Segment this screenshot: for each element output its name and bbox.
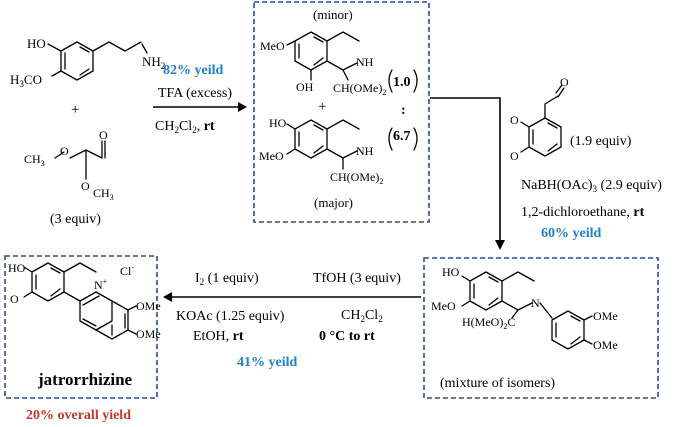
svg-text:O: O — [560, 75, 569, 89]
svg-text:MeO: MeO — [259, 149, 284, 163]
svg-text:CH3: CH3 — [93, 186, 114, 202]
methoxy-h: H — [10, 72, 19, 87]
svg-text:H(MeO)2C: H(MeO)2C — [462, 315, 515, 331]
svg-text:OMe: OMe — [136, 327, 161, 341]
acetal-oxygen-top: O — [60, 144, 69, 158]
svg-text:Cl-: Cl- — [120, 263, 134, 278]
minor-isomer-structure: MeO OH NH CH(OMe)2 — [260, 31, 386, 97]
jatrorrhizine-name: jatrorrhizine — [37, 370, 133, 389]
minor-label: (minor) — [313, 7, 353, 22]
product-box-2 — [423, 257, 659, 399]
step4-iodine: I2 (1 equiv) — [195, 271, 259, 287]
svg-text:H3CO: H3CO — [10, 72, 42, 89]
svg-text:NH: NH — [356, 55, 374, 69]
isomer-ratio: 1.0 : 6.7 — [388, 69, 418, 151]
svg-text:HO: HO — [269, 116, 287, 130]
svg-text:MeO: MeO — [260, 39, 285, 53]
step3-acid: TfOH (3 equiv) — [313, 271, 401, 286]
svg-text:O: O — [10, 292, 19, 306]
step1-arrowhead — [238, 102, 247, 112]
isomer-mixture-caption: (mixture of isomers) — [440, 376, 555, 391]
step3-temperature: 0 °C to rt — [319, 329, 375, 344]
tertiary-amine-structure: HO MeO N H(MeO)2C OMe OMe — [431, 265, 618, 352]
major-isomer-structure: HO MeO NH CH(OMe)2 — [259, 116, 383, 186]
step1-solvent: CH2Cl2, rt — [155, 119, 215, 135]
hydroxy-label: HO — [27, 36, 46, 51]
step2-solvent: 1,2-dichloroethane, rt — [521, 205, 645, 220]
overall-yield: 20% overall yield — [26, 408, 131, 423]
svg-text:CH(OMe)2: CH(OMe)2 — [333, 81, 386, 97]
svg-text:HO: HO — [442, 265, 460, 279]
step1-yield: 82% yeild — [163, 63, 223, 78]
step1-reagent: TFA (excess) — [158, 86, 232, 101]
product-box-3 — [4, 255, 158, 399]
svg-text:O: O — [510, 149, 519, 163]
starting-material-acetal: CH3 O O O CH3 (3 equiv) — [24, 128, 114, 227]
svg-text:CH3: CH3 — [24, 152, 45, 168]
step4-base: KOAc (1.25 equiv) — [176, 309, 285, 324]
svg-text:O: O — [510, 113, 519, 127]
svg-text:CH(OMe)2: CH(OMe)2 — [330, 170, 383, 186]
svg-text::: : — [401, 103, 406, 118]
aldehyde-oxygen: O — [99, 128, 108, 142]
svg-text:HO: HO — [8, 261, 26, 275]
step2-aldehyde-structure: O O O — [510, 75, 569, 163]
step2-reductant: NaBH(OAc)3 (2.9 equiv) — [521, 178, 662, 194]
step2-yield: 60% yeild — [541, 226, 601, 241]
svg-text:NH: NH — [356, 144, 374, 158]
major-label: (major) — [314, 195, 353, 210]
plus-sign-2: + — [318, 99, 326, 115]
product-box-1 — [253, 1, 430, 223]
plus-sign-1: + — [71, 102, 79, 118]
svg-text:N: N — [531, 296, 540, 310]
aldehyde-equiv: (1.9 equiv) — [570, 134, 632, 149]
svg-text:N+: N+ — [94, 277, 108, 292]
jatrorrhizine-structure: HO O N+ Cl- OMe OMe — [8, 261, 161, 341]
svg-text:OMe: OMe — [593, 309, 618, 323]
acetal-equiv: (3 equiv) — [50, 212, 101, 227]
step34-arrowhead — [163, 292, 172, 302]
svg-text:NH2: NH2 — [142, 54, 165, 71]
svg-text:OMe: OMe — [136, 299, 161, 313]
svg-text:MeO: MeO — [431, 299, 456, 313]
amine-label: NH — [142, 54, 161, 69]
acetal-oxygen-bottom: O — [81, 179, 90, 193]
step2-arrowhead — [495, 240, 505, 250]
step4-solvent: EtOH, rt — [193, 329, 244, 344]
starting-material-phenethylamine: HO H3CO NH2 — [10, 36, 165, 89]
svg-text:6.7: 6.7 — [393, 129, 411, 144]
step2-arrow — [430, 97, 501, 240]
svg-text:OMe: OMe — [593, 338, 618, 352]
svg-text:OH: OH — [296, 80, 314, 94]
svg-text:1.0: 1.0 — [393, 75, 411, 90]
step3-solvent: CH2Cl2 — [341, 308, 383, 324]
step3-yield: 41% yeild — [237, 355, 297, 370]
